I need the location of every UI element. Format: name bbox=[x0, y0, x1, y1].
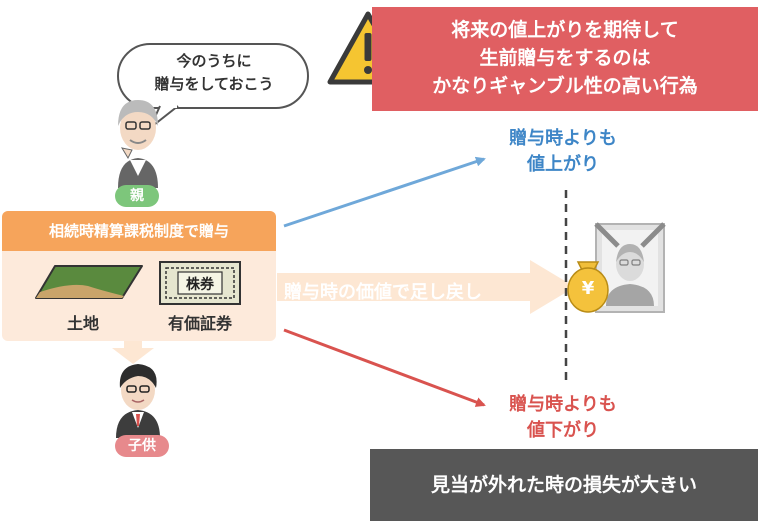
outcome-up-label: 贈与時よりも 値上がり bbox=[470, 126, 656, 178]
parent-icon bbox=[118, 100, 158, 188]
bubble-line: 贈与をしておこう bbox=[154, 75, 274, 93]
money-bag-icon bbox=[567, 261, 609, 313]
warning-line: 将来の値上がりを期待して bbox=[451, 19, 679, 41]
outcome-up-line: 贈与時よりも bbox=[509, 128, 617, 149]
flow-arrow bbox=[277, 260, 575, 314]
down-arrow bbox=[283, 328, 486, 407]
risk-banner: 見当が外れた時の損失が大きい bbox=[370, 449, 758, 521]
outcome-up-line: 値上がり bbox=[527, 154, 599, 175]
child-label: 子供 bbox=[115, 435, 169, 457]
warning-banner: 将来の値上がりを期待して 生前贈与をするのは かなりギャンブル性の高い行為 bbox=[372, 7, 758, 111]
parent-label: 親 bbox=[115, 185, 159, 207]
up-arrow bbox=[283, 156, 486, 228]
outcome-down-line: 値下がり bbox=[527, 420, 599, 441]
warning-line: 生前贈与をするのは bbox=[479, 47, 651, 69]
warning-line: かなりギャンブル性の高い行為 bbox=[432, 75, 698, 97]
outcome-down-label: 贈与時よりも 値下がり bbox=[470, 392, 656, 444]
securities-label: 有価証券 bbox=[167, 314, 232, 333]
speech-bubble-text: 今のうちに 贈与をしておこう bbox=[124, 50, 304, 96]
yen-symbol: ¥ bbox=[581, 278, 595, 299]
stock-certificate-text: 株券 bbox=[186, 277, 214, 293]
land-label: 土地 bbox=[66, 314, 99, 333]
outcome-down-line: 贈与時よりも bbox=[509, 394, 617, 415]
child-down-arrow bbox=[112, 340, 154, 364]
flow-text: 贈与時の価値で足し戻し bbox=[284, 282, 482, 303]
child-icon bbox=[116, 364, 160, 438]
gift-method-header: 相続時精算課税制度で贈与 bbox=[2, 211, 276, 251]
bubble-line: 今のうちに bbox=[176, 52, 252, 70]
